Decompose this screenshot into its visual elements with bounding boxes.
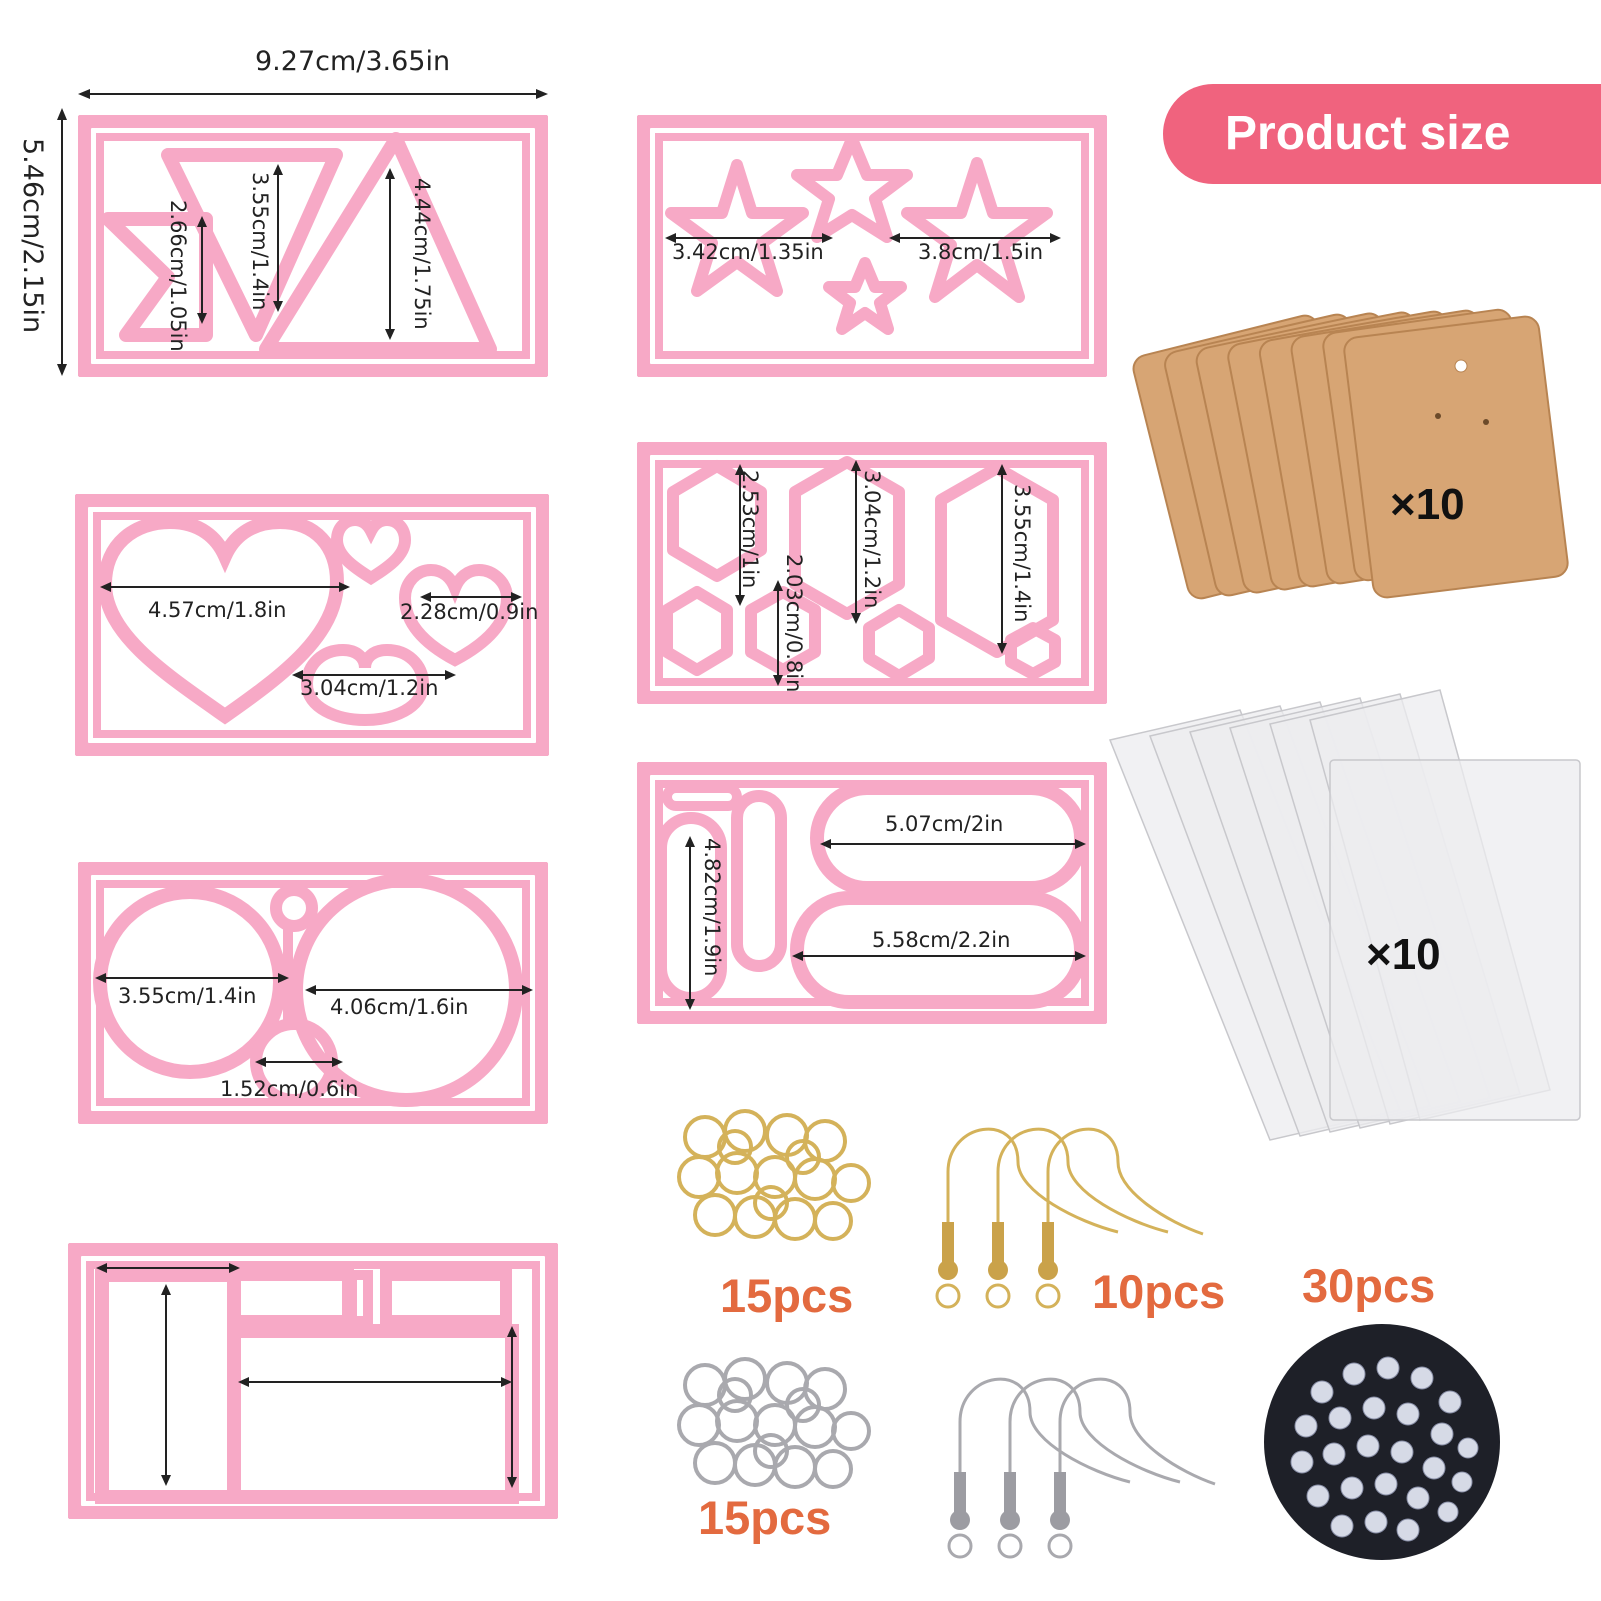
hexagon-dim-b: 2.03cm/0.8in: [782, 554, 806, 693]
circle-dim-c: 1.52cm/0.6in: [220, 1077, 359, 1101]
hexagon-dim-arrows: [735, 460, 1007, 686]
bags-quantity: ×10: [1366, 930, 1441, 979]
star-dim-arrows: [665, 233, 1061, 243]
circle-dim-b: 4.06cm/1.6in: [330, 995, 469, 1019]
cards-quantity: ×10: [1390, 480, 1465, 529]
hexagon-dim-a: 2.53cm/1in: [738, 470, 762, 589]
triangle-dim-a: 2.66cm/1.05in: [166, 200, 190, 352]
heart-cutter-tray: [75, 494, 549, 756]
rectangle-cutter-tray: [68, 1243, 558, 1519]
star-cutter-tray: [637, 115, 1107, 377]
star-dim-b: 3.8cm/1.5in: [918, 240, 1044, 264]
triangle-cutter-tray: [78, 115, 548, 377]
triangle-dim-c: 4.44cm/1.75in: [410, 178, 434, 330]
silicone-earring-backs: [1264, 1324, 1500, 1560]
heart-dim-b: 2.28cm/0.9in: [400, 600, 539, 624]
oval-dim-arrows: [685, 836, 1086, 1010]
product-size-badge: Product size: [1163, 84, 1601, 184]
heart-dim-a: 4.57cm/1.8in: [148, 598, 287, 622]
heart-dim-arrows: [100, 582, 522, 680]
gold-rings-quantity: 15pcs: [720, 1269, 854, 1322]
width-arrow: [78, 89, 548, 99]
backs-quantity: 30pcs: [1302, 1259, 1436, 1312]
overall-width-label: 9.27cm/3.65in: [255, 46, 451, 77]
self-seal-bags: [1108, 689, 1581, 1141]
rectangle-dim-arrows: [96, 1263, 517, 1488]
gold-earring-hooks: [935, 1127, 1204, 1309]
oval-dim-b: 5.58cm/2.2in: [872, 928, 1011, 952]
overall-height-label: 5.46cm/2.15in: [17, 138, 48, 334]
silver-earring-hooks: [947, 1377, 1216, 1559]
silver-jump-rings: [677, 1357, 871, 1489]
triangle-dim-arrows: [197, 164, 395, 340]
circle-dim-arrows: [95, 973, 533, 1067]
oval-cutter-tray: [637, 762, 1107, 1024]
hexagon-dim-c: 3.04cm/1.2in: [860, 470, 884, 609]
height-arrow: [57, 108, 67, 376]
triangle-dim-b: 3.55cm/1.4in: [248, 172, 272, 311]
earring-display-cards: [1132, 308, 1569, 600]
oval-dim-c: 4.82cm/1.9in: [700, 838, 724, 977]
oval-dim-a: 5.07cm/2in: [885, 812, 1004, 836]
gold-jump-rings: [677, 1109, 871, 1241]
hexagon-cutter-tray: [637, 442, 1107, 704]
heart-dim-c: 3.04cm/1.2in: [300, 676, 439, 700]
silver-rings-quantity: 15pcs: [698, 1491, 832, 1544]
star-dim-a: 3.42cm/1.35in: [672, 240, 824, 264]
hooks-quantity: 10pcs: [1092, 1265, 1226, 1318]
hexagon-dim-d: 3.55cm/1.4in: [1010, 484, 1034, 623]
circle-dim-a: 3.55cm/1.4in: [118, 984, 257, 1008]
